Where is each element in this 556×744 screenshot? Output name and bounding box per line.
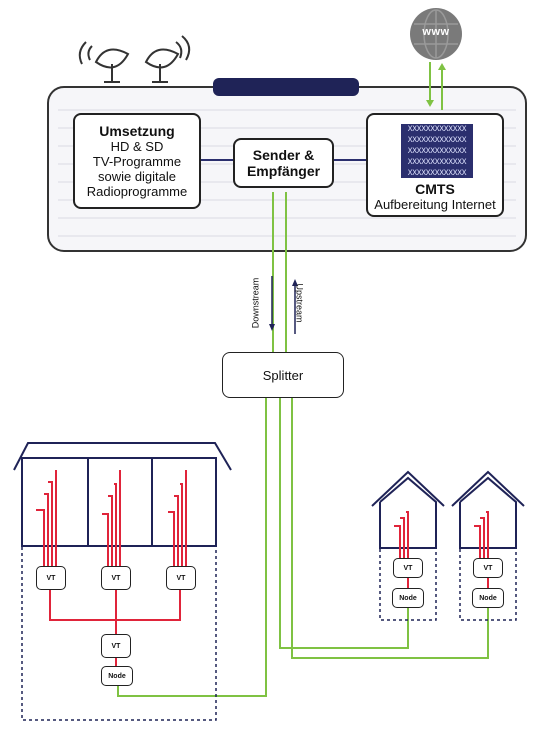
node-box: Node <box>472 588 504 608</box>
satellite-dish-icon <box>78 41 130 83</box>
upstream-label: Upstream <box>294 283 305 323</box>
cmts-rack-icon: XXXXXXXXXXXXX XXXXXXXXXXXXX XXXXXXXXXXXX… <box>401 124 473 178</box>
splitter-box: Splitter <box>222 352 344 398</box>
umsetzung-line-4: Radioprogramme <box>86 184 188 199</box>
umsetzung-box: Umsetzung HD & SD TV-Programme sowie dig… <box>73 113 201 209</box>
sender-title: Sender & Empfänger <box>246 147 321 179</box>
globe-icon: www <box>410 8 462 60</box>
cmts-subtitle: Aufbereitung Internet <box>374 197 496 212</box>
vt-box: VT <box>393 558 423 578</box>
satellite-dish-icon <box>144 35 191 83</box>
umsetzung-line-3: sowie digitale <box>97 169 177 184</box>
umsetzung-title: Umsetzung <box>99 123 175 139</box>
cmts-box: XXXXXXXXXXXXX XXXXXXXXXXXXX XXXXXXXXXXXX… <box>366 113 504 217</box>
vt-box: VT <box>473 558 503 578</box>
vt-box: VT <box>101 634 131 658</box>
node-box: Node <box>101 666 133 686</box>
splitter-label: Splitter <box>262 367 304 383</box>
vt-box: VT <box>36 566 66 590</box>
sender-empfaenger-box: Sender & Empfänger <box>233 138 334 188</box>
vt-box: VT <box>101 566 131 590</box>
internet-label: www <box>422 26 450 38</box>
node-box: Node <box>392 588 424 608</box>
red-risers <box>36 470 187 668</box>
umsetzung-line-2: TV-Programme <box>92 154 182 169</box>
cmts-title: CMTS <box>415 181 455 197</box>
headend-top-bar <box>213 78 359 96</box>
downstream-label: Downstream <box>250 277 261 329</box>
vt-box: VT <box>166 566 196 590</box>
umsetzung-line-1: HD & SD <box>110 139 164 154</box>
